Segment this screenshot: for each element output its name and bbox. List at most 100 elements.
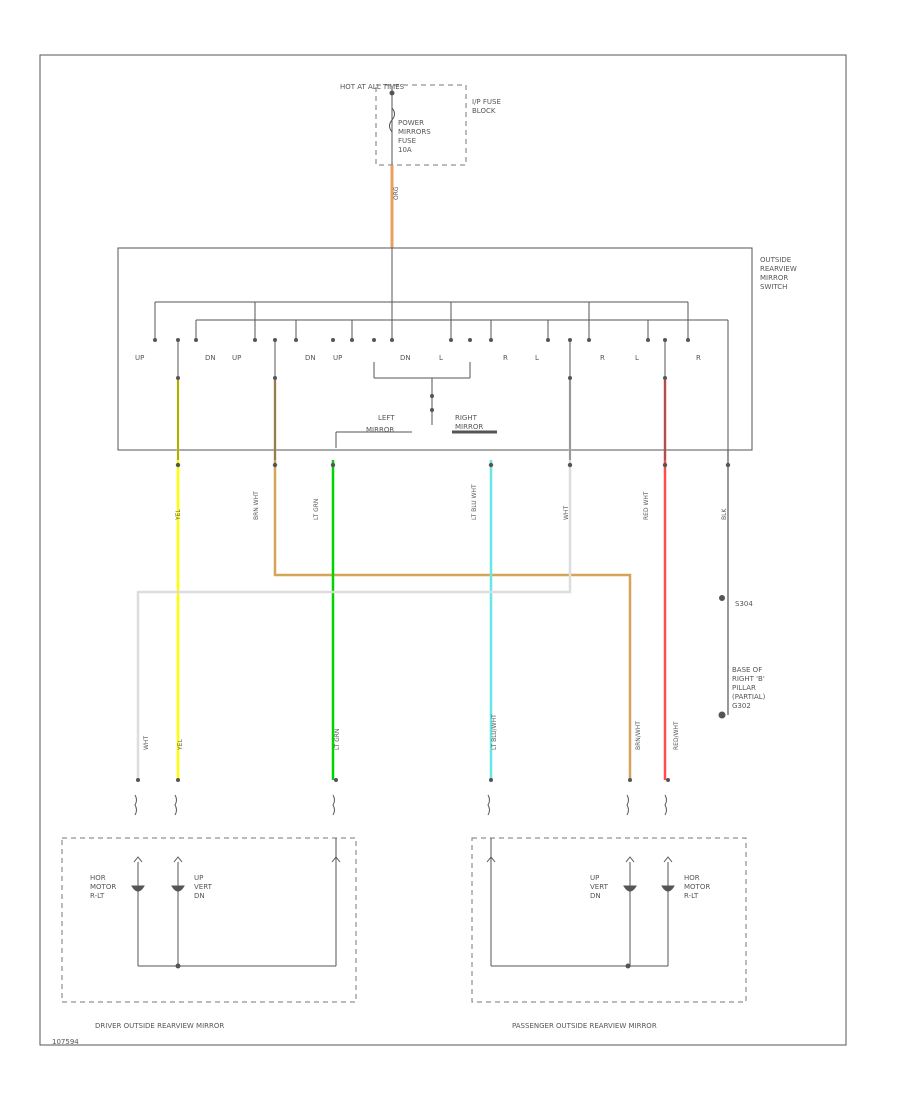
selector-right-label-1: RIGHT [455,414,478,422]
driver-connector-1-pin [136,778,140,782]
wire-label-w7: BLK [721,508,728,520]
passenger-motor1-label: UP [590,874,599,882]
wire-label-w2: BRN WHT [253,491,260,520]
selector-left-label-1: LEFT [378,414,395,422]
ground-label-4: (PARTIAL) [732,693,766,701]
driver-motor2-label: UP [194,874,203,882]
diagram-frame [39,54,847,1046]
contact-label: DN [205,354,216,362]
fuse-block: HOT AT ALL TIMES I/P FUSE BLOCK POWER MI… [340,83,501,166]
passenger-motor2-label: MOTOR [684,883,710,891]
contact-label: UP [333,354,342,362]
passenger-motor1-label: DN [590,892,601,900]
contact-label: DN [305,354,316,362]
wire-layer: YEL YEL BRN WHT BRN/WHT LT GRN LT GRN LT BLU W… [131,338,731,966]
driver-connector-1-coil [134,794,137,816]
wire-terminal-w2 [272,462,278,468]
wire-label-w1: YEL [175,509,182,521]
switch-contact-dot [253,338,257,342]
wire-lower-label-w5: WHT [143,736,150,750]
contact-label: DN [400,354,411,362]
passenger-connector-3-socket [663,856,673,863]
wire-label-w5: WHT [563,506,570,520]
wire-lower-label-w2: BRN/WHT [635,721,642,750]
passenger-mirror-name: PASSENGER OUTSIDE REARVIEW MIRROR [512,1022,657,1030]
driver-motor1-label: R-LT [90,892,105,900]
driver-connector-2-socket [173,856,183,863]
passenger-motor2-label: R-LT [684,892,699,900]
hot-label: HOT AT ALL TIMES [340,83,405,91]
switch-contact-dot [372,338,376,342]
driver-connector-2-coil [174,794,177,816]
passenger-mirror-outline [471,837,747,1003]
driver-motor2-label: VERT [194,883,213,891]
fuse-label-3: FUSE [398,137,416,145]
switch-output-dot [568,376,572,380]
switch-contact-dot [646,338,650,342]
footer-code: 107594 [52,1038,79,1046]
passenger-connector-3-pin [666,778,670,782]
switch-output-dot [663,376,667,380]
switch-contact-dot [194,338,198,342]
fuse-block-outline [375,84,467,166]
ground-label-5: G302 [732,702,751,710]
wire-lower-label-w3: LT GRN [334,729,341,750]
contact-label: L [439,354,443,362]
wire-label-w4: LT BLU WHT [471,484,478,520]
driver-connector-1-socket [133,856,143,863]
driver-mirror-name: DRIVER OUTSIDE REARVIEW MIRROR [95,1022,224,1030]
switch-name-1: OUTSIDE [760,256,791,264]
driver-bus-node [175,963,181,969]
ground-label-1: BASE OF [732,666,762,674]
passenger-connector-2-coil [626,794,629,816]
contact-label: L [535,354,539,362]
wire-terminal-w1 [175,462,181,468]
switch-output-dot [176,376,180,380]
contact-label: UP [232,354,241,362]
passenger-motor1-label: VERT [590,883,609,891]
wire-lower-label-w6: RED/WHT [673,721,680,750]
wire-label-w3: LT GRN [313,499,320,520]
driver-motor1-label: MOTOR [90,883,116,891]
wire-terminal-w5 [567,462,573,468]
wire-lower-label-w1: YEL [177,739,184,751]
fuse-block-label-2: BLOCK [472,107,496,115]
ground-point-dot [718,711,726,719]
mirror-switch: OUTSIDE REARVIEW MIRROR SWITCH UP DN UP … [117,247,797,451]
driver-mirror: DRIVER OUTSIDE REARVIEW MIRROR HOR MOTOR… [61,837,357,1030]
switch-contact-dot [587,338,591,342]
fuse-label-4: 10A [398,146,412,154]
driver-motor2-label: DN [194,892,205,900]
contact-label: R [696,354,701,362]
orange-wire-label: ORG [393,186,400,200]
wire-terminal-w7 [725,462,731,468]
fuse-label-2: MIRRORS [398,128,431,136]
passenger-connector-1-pin [489,778,493,782]
switch-name-4: SWITCH [760,283,787,291]
driver-motor-vertical-symbol [171,885,185,892]
contact-label: R [503,354,508,362]
wire-terminal-w6 [662,462,668,468]
passenger-motor-horizontal-symbol [661,885,675,892]
selector-pivot [430,394,434,398]
driver-motor-horizontal-symbol [131,885,145,892]
selector-left-label-2: MIRROR [366,426,394,434]
switch-name-3: MIRROR [760,274,788,282]
switch-contact-dot [468,338,472,342]
wire-terminal-w4 [488,462,494,468]
switch-contact-dot [294,338,298,342]
switch-name-2: REARVIEW [760,265,797,273]
fuse-element [389,107,395,133]
wire-w2 [273,380,632,780]
wire-label-w6: RED WHT [643,491,650,520]
ground-label-3: PILLAR [732,684,756,692]
wire-w5 [136,380,572,780]
switch-contact-dot [546,338,550,342]
wire-lower-label-w4: LT BLU/WHT [491,714,498,750]
switch-contact-dot [449,338,453,342]
passenger-motor-vertical-symbol [623,885,637,892]
contact-label: UP [135,354,144,362]
passenger-connector-1-coil [487,794,490,816]
switch-outline [117,247,753,451]
